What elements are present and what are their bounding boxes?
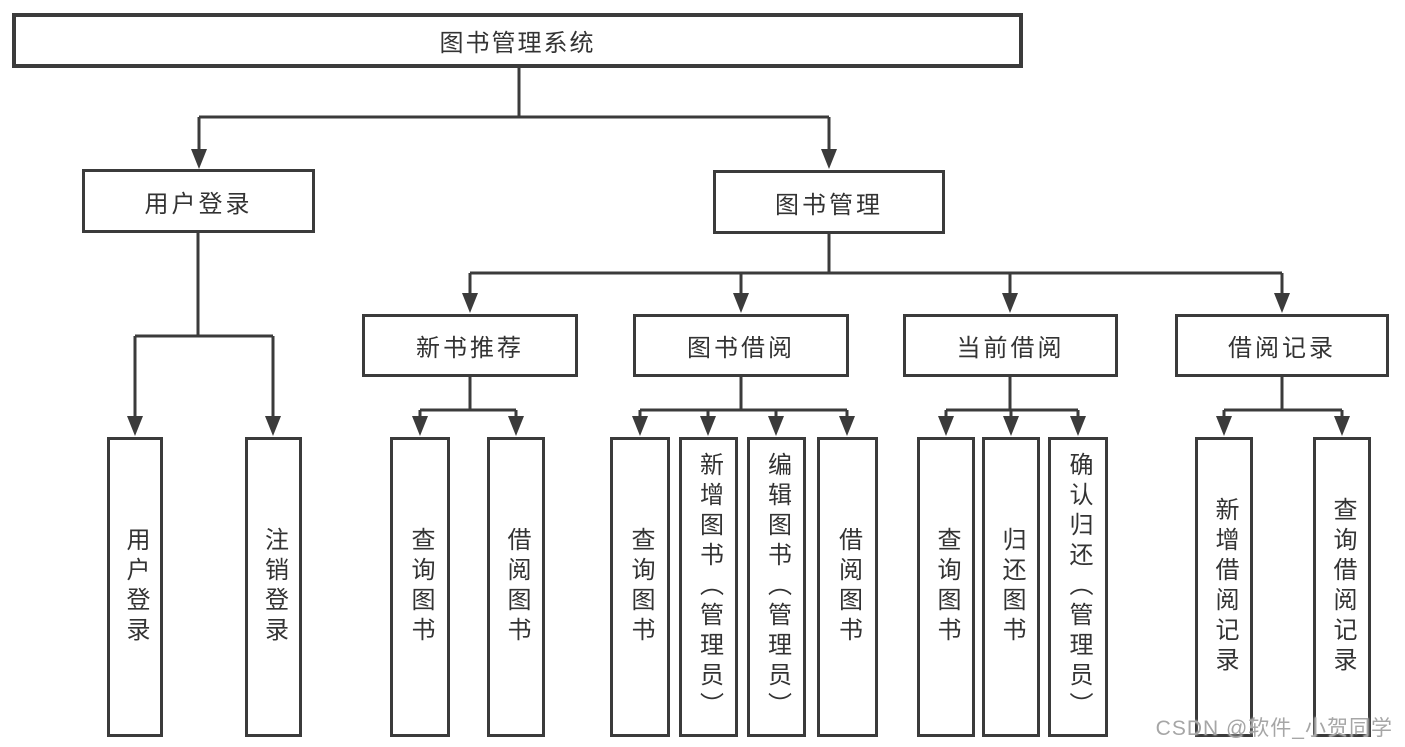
node-book-management: 图书管理 xyxy=(713,170,945,234)
node-root: 图书管理系统 xyxy=(12,13,1023,68)
node-current-borrow: 当前借阅 xyxy=(903,314,1118,377)
leaf-user-login: 用户登录 xyxy=(107,437,163,737)
leaf-current-return-books: 归还图书 xyxy=(982,437,1040,737)
leaf-recommend-borrow-books: 借阅图书 xyxy=(487,437,545,737)
leaf-borrow-edit-books-admin: 编辑图书（管理员） xyxy=(747,437,806,737)
node-new-book-recommend: 新书推荐 xyxy=(362,314,578,377)
leaf-borrow-borrow-books: 借阅图书 xyxy=(817,437,878,737)
leaf-current-query-books: 查询图书 xyxy=(917,437,975,737)
leaf-recommend-query-books: 查询图书 xyxy=(390,437,450,737)
leaf-records-add-record: 新增借阅记录 xyxy=(1195,437,1253,737)
csdn-watermark: CSDN @软件_小贺同学 xyxy=(1155,717,1393,740)
node-book-borrow: 图书借阅 xyxy=(633,314,849,377)
leaf-borrow-query-books: 查询图书 xyxy=(610,437,670,737)
node-user-login: 用户登录 xyxy=(82,169,315,233)
leaf-logout: 注销登录 xyxy=(245,437,302,737)
leaf-records-query-record: 查询借阅记录 xyxy=(1313,437,1371,737)
node-borrow-records: 借阅记录 xyxy=(1175,314,1389,377)
leaf-borrow-add-books-admin: 新增图书（管理员） xyxy=(679,437,738,737)
leaf-current-confirm-return-admin: 确认归还（管理员） xyxy=(1048,437,1108,737)
connector-path xyxy=(133,68,1344,421)
